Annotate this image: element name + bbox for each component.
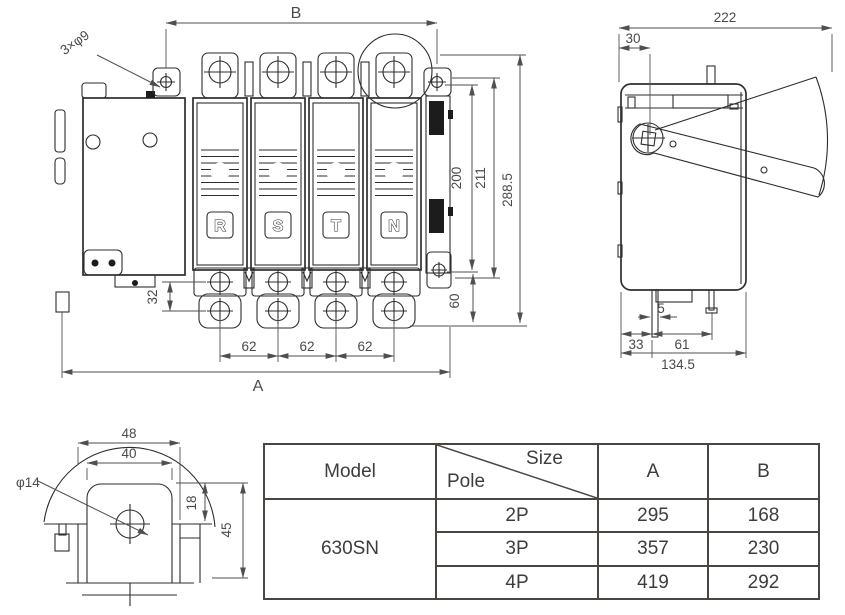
- front-dimensions: B 3×φ9 200 211 288.5 60 32: [57, 5, 527, 395]
- handle-swing-arc: [654, 76, 829, 196]
- pole-module-r: R: [192, 52, 248, 329]
- dim-211-label: 211: [473, 167, 488, 189]
- mounting-bracket-right: [423, 67, 452, 97]
- mounting-bracket-left: [152, 67, 181, 97]
- front-view: R S: [54, 5, 527, 395]
- side-body: [617, 65, 747, 291]
- dim-134-label: 134.5: [661, 357, 695, 372]
- table-header-a: A: [597, 443, 709, 500]
- pole-label-n: N: [388, 218, 400, 235]
- table-cell-a-3p: 357: [597, 531, 709, 567]
- pole-label-s: S: [273, 218, 284, 235]
- dim-30-label: 30: [625, 31, 640, 46]
- table-header-model: Model: [263, 443, 437, 500]
- dim-a-label: A: [253, 378, 264, 395]
- dim-48-label: 48: [121, 426, 136, 441]
- pole-label-t: T: [331, 218, 341, 235]
- diagonal-divider: [437, 445, 597, 498]
- spec-table: Model Size Pole A B 630SN 2P 295 168 3P …: [263, 443, 820, 600]
- detail-dimensions: 48 40 φ14 18 45: [16, 426, 248, 579]
- table-cell-b-2p: 168: [707, 498, 820, 533]
- table-row: 4P 419 292: [264, 565, 820, 600]
- table-cell-b-4p: 292: [707, 565, 820, 600]
- dim-200-label: 200: [449, 167, 464, 190]
- pole-modules: R S: [192, 52, 422, 329]
- top-peg: [706, 65, 716, 85]
- table-header-size: Size: [526, 448, 563, 469]
- detail-view: 48 40 φ14 18 45: [16, 426, 248, 606]
- table-cell-b-3p: 230: [707, 531, 820, 567]
- dim-62-label-1: 62: [241, 339, 256, 354]
- dim-5-label: 5: [657, 301, 665, 316]
- dim-60-label: 60: [447, 293, 462, 308]
- side-dimensions: 222 30 5 33 61 134.5: [618, 10, 833, 372]
- table-header-b: B: [707, 443, 820, 500]
- rail-clip: [54, 533, 70, 552]
- dim-18-label: 18: [184, 495, 199, 510]
- dim-222-label: 222: [714, 10, 737, 25]
- pole-barriers: [243, 61, 371, 289]
- mechanism-box: [54, 82, 186, 313]
- table-header-size-pole: Size Pole: [435, 443, 599, 500]
- rail-clip-neck: [58, 523, 67, 536]
- dim-40-label: 40: [121, 446, 136, 461]
- aux-contact-strip: [425, 95, 453, 289]
- operating-handle: [630, 76, 829, 198]
- table-cell-a-2p: 295: [597, 498, 709, 533]
- dim-62-label-2: 62: [299, 339, 314, 354]
- side-view: 222 30 5 33 61 134.5: [617, 10, 833, 372]
- dim-288-label: 288.5: [500, 173, 515, 207]
- pole-label-r: R: [214, 218, 226, 235]
- side-foot: [651, 289, 718, 338]
- dim-33-label: 33: [628, 337, 643, 352]
- table-cell-pole-4p: 4P: [435, 565, 599, 600]
- table-row: 630SN 2P 295 168: [263, 498, 820, 600]
- table-cell-pole-2p: 2P: [435, 498, 599, 533]
- hole-diameter-label: φ14: [16, 475, 40, 490]
- dim-61-label: 61: [674, 337, 689, 352]
- table-row: 3P 357 230: [264, 531, 820, 567]
- pole-module-n: N: [366, 52, 422, 329]
- bracket-plate: [43, 446, 216, 606]
- dim-32-label: 32: [145, 289, 160, 304]
- dim-45-label: 45: [219, 522, 234, 537]
- pole-module-s: S: [250, 52, 306, 329]
- holes-callout-label: 3×φ9: [57, 27, 92, 57]
- dim-62-label-3: 62: [357, 339, 372, 354]
- table-cell-pole-3p: 3P: [435, 531, 599, 567]
- table-cell-a-4p: 419: [597, 565, 709, 600]
- table-cell-model-value: 630SN: [263, 498, 437, 600]
- pole-module-t: T: [308, 52, 364, 329]
- dim-b-label: B: [291, 5, 302, 22]
- table-header-pole: Pole: [447, 471, 486, 492]
- detail-reference-circle: [357, 33, 433, 109]
